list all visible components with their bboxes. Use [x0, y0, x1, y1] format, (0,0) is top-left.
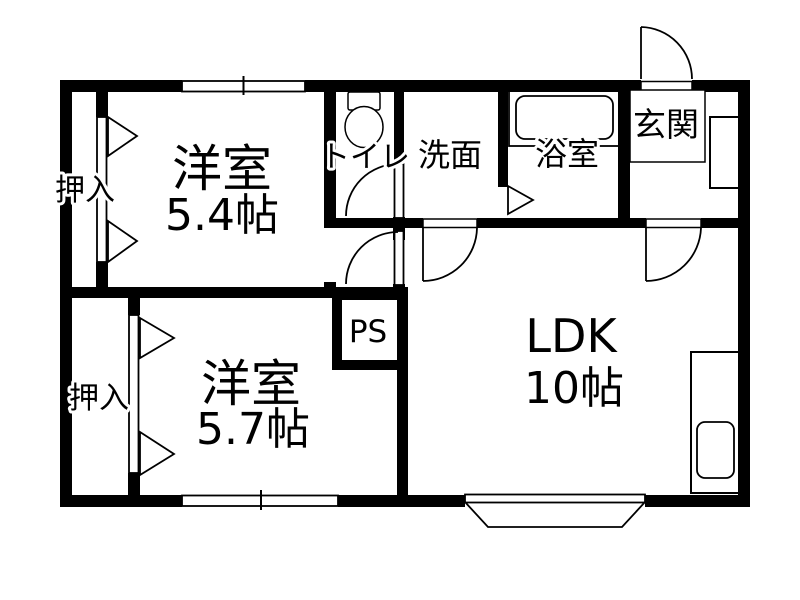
wall-top-right — [692, 80, 750, 92]
bathtub-outer — [508, 88, 621, 147]
toilet-door-leaf — [393, 163, 405, 219]
closet-upper-door-swing-icon — [107, 219, 139, 264]
bay-window-band — [464, 493, 646, 504]
washroom-doorway — [422, 218, 478, 229]
wall-bottom-left — [60, 495, 182, 507]
wall-entrance-south — [701, 218, 750, 228]
wall-bathroom-entrance — [618, 88, 630, 228]
label-pipe-space: PS — [349, 314, 387, 350]
wall-ps-top — [332, 290, 408, 300]
doors — [96, 26, 702, 477]
entrance-inner-doorway — [645, 218, 702, 229]
entrance-floor-step — [629, 89, 706, 163]
windows — [181, 76, 646, 528]
fixtures — [344, 88, 742, 494]
front-door-arc — [640, 26, 693, 80]
kitchen-counter — [690, 351, 740, 494]
room-labels: 洋室 5.4帖 洋室 5.7帖 LDK 10帖 トイレ 洗面 浴室 玄関 押入 … — [52, 105, 699, 455]
label-room54-size: 5.4帖 — [165, 190, 279, 241]
wall-washroom-bathroom — [498, 88, 508, 187]
wall-bottom-right — [645, 495, 750, 507]
wall-closet-upper-stub-bottom — [96, 262, 108, 292]
wall-closet-lower-stub-top — [128, 294, 140, 315]
label-room54-name: 洋室 — [172, 140, 272, 198]
wall-toilet-south — [324, 218, 394, 228]
bathtub-inner — [515, 95, 614, 140]
label-toilet: トイレ — [320, 140, 410, 175]
closet-lower-door-swing-icon — [139, 316, 176, 360]
shoe-cabinet — [709, 116, 742, 189]
kitchen-sink — [696, 421, 735, 479]
closet-lower-door-panel — [128, 314, 140, 474]
wall-closet-lower-stub-bottom — [128, 473, 140, 507]
entrance-inner-door-arc — [645, 227, 702, 282]
hall-door-arc — [345, 231, 399, 285]
inner-walls — [60, 85, 750, 507]
label-closet-upper: 押入 — [55, 173, 115, 208]
toilet-door-arc — [345, 163, 399, 217]
wall-washroom-south-a — [403, 218, 423, 228]
wall-ps-left — [332, 290, 342, 370]
washroom-door-arc — [422, 227, 478, 282]
hall-door-leaf — [393, 230, 405, 286]
closet-upper-door-swing-icon — [107, 115, 139, 158]
wall-ldk-west — [397, 287, 408, 507]
label-ldk-size: 10帖 — [524, 363, 624, 414]
toilet-bowl-icon — [344, 105, 384, 149]
wall-rooms-divider — [60, 287, 398, 298]
wall-bath-south — [477, 218, 646, 228]
wall-toilet-west — [324, 88, 336, 222]
closet-upper-door-panel — [96, 116, 108, 263]
front-doorway — [640, 80, 693, 92]
wall-toilet-washroom — [394, 88, 404, 165]
label-washroom: 洗面 — [418, 136, 482, 174]
label-ldk-name: LDK — [525, 309, 618, 363]
label-closet-lower: 押入 — [69, 381, 129, 416]
wall-top-left — [60, 80, 182, 92]
wall-closet-upper-stub-top — [96, 85, 108, 117]
label-bathroom: 浴室 — [535, 135, 599, 173]
label-room57-size: 5.7帖 — [196, 404, 310, 455]
bathroom-door-swing-icon — [507, 184, 535, 216]
label-entrance: 玄関 — [633, 105, 699, 144]
wall-top-middle — [305, 80, 641, 92]
bay-window-outline — [464, 501, 646, 528]
closet-lower-door-swing-icon — [139, 430, 176, 477]
label-room57-name: 洋室 — [201, 355, 301, 413]
wall-ps-bottom — [332, 360, 408, 370]
